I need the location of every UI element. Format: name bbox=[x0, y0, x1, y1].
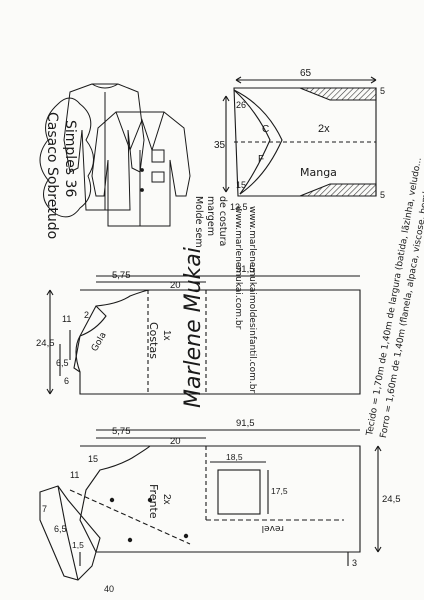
sleeve-piece bbox=[222, 76, 377, 197]
note-line-2: margem bbox=[205, 196, 216, 236]
back-half-width: 20 bbox=[170, 280, 181, 291]
back-side: 24,5 bbox=[36, 338, 55, 349]
url-line-2: www.marlenemukaimoldesinfantil.com.br bbox=[247, 206, 257, 393]
sleeve-letter-c: C bbox=[262, 124, 269, 135]
back-label: Costas bbox=[147, 322, 160, 359]
front-lapel-b: 11 bbox=[70, 470, 79, 480]
pocket-height: 17,5 bbox=[271, 486, 288, 496]
button-mark bbox=[127, 537, 133, 543]
button-mark bbox=[147, 497, 153, 503]
front-buttons bbox=[109, 497, 189, 543]
front-small-mark: 1,5 bbox=[72, 540, 84, 550]
sleeve-top-width: 65 bbox=[300, 68, 312, 79]
back-collar-mark: 6 bbox=[64, 376, 69, 386]
coat-illustration bbox=[63, 83, 191, 227]
note-line-1: Molde sem bbox=[193, 196, 204, 248]
back-count: 1x bbox=[161, 330, 172, 341]
button-mark bbox=[183, 533, 189, 539]
back-armhole: 11 bbox=[62, 314, 71, 324]
website-urls: www.marlenemukai.com.br www.marlenemukai… bbox=[233, 206, 257, 393]
url-line-1: www.marlenemukai.com.br bbox=[233, 206, 243, 330]
front-lapel-bottom: 40 bbox=[104, 584, 114, 594]
sleeve-cap-mark: 26 bbox=[236, 100, 246, 110]
back-shoulder: 6,5 bbox=[56, 358, 69, 368]
back-collar-label: Gola bbox=[90, 331, 109, 354]
materials-line-2: Forro = 1,60m de 1,40m (flanela, alpaca,… bbox=[379, 161, 424, 439]
seam-note: Molde sem margem de costura bbox=[193, 196, 228, 248]
front-side: 24,5 bbox=[382, 494, 401, 505]
button-mark bbox=[109, 497, 115, 503]
front-collar-b: 7 bbox=[42, 504, 47, 514]
sleeve-count: 2x bbox=[318, 123, 330, 135]
back-length: 91,5 bbox=[236, 264, 255, 275]
sleeve-height: 35 bbox=[214, 140, 226, 151]
sleeve-right-top: 5 bbox=[380, 86, 385, 96]
front-label: Frente bbox=[147, 484, 160, 519]
front-bottom-mark: 3 bbox=[352, 558, 357, 568]
back-neck-drop: 2 bbox=[84, 310, 89, 320]
materials-note: Tecido = 1,70m de 1,40m de largura (bati… bbox=[365, 157, 424, 439]
sleeve-right-bottom: 5 bbox=[380, 190, 385, 200]
sleeve-left-mark: 15 bbox=[236, 180, 246, 190]
note-line-3: de costura bbox=[217, 196, 228, 246]
front-count: 2x bbox=[161, 494, 172, 505]
title-line-1: Casaco Sobretudo bbox=[44, 112, 60, 239]
sleeve-letter-f: F bbox=[258, 154, 264, 165]
sleeve-cuff-mark: 13,5 bbox=[230, 202, 248, 212]
front-collar-a: 6,5 bbox=[54, 524, 67, 534]
front-piece bbox=[39, 429, 382, 581]
pattern-title: Casaco Sobretudo Simples 36 bbox=[44, 112, 78, 239]
front-length: 91,5 bbox=[236, 418, 255, 429]
title-line-2: Simples 36 bbox=[62, 120, 78, 197]
sleeve-label: Manga bbox=[300, 166, 337, 179]
back-neck-width: 5,75 bbox=[112, 270, 131, 281]
title-cloud bbox=[39, 97, 94, 218]
pocket-width: 18,5 bbox=[226, 452, 243, 462]
back-piece bbox=[46, 275, 361, 395]
designer-signature: Marlene Mukai bbox=[181, 247, 206, 408]
front-neck-width: 5,75 bbox=[112, 426, 131, 437]
front-lapel-a: 15 bbox=[88, 454, 98, 464]
front-half-width: 20 bbox=[170, 436, 181, 447]
front-fold-label: revel bbox=[262, 523, 284, 533]
